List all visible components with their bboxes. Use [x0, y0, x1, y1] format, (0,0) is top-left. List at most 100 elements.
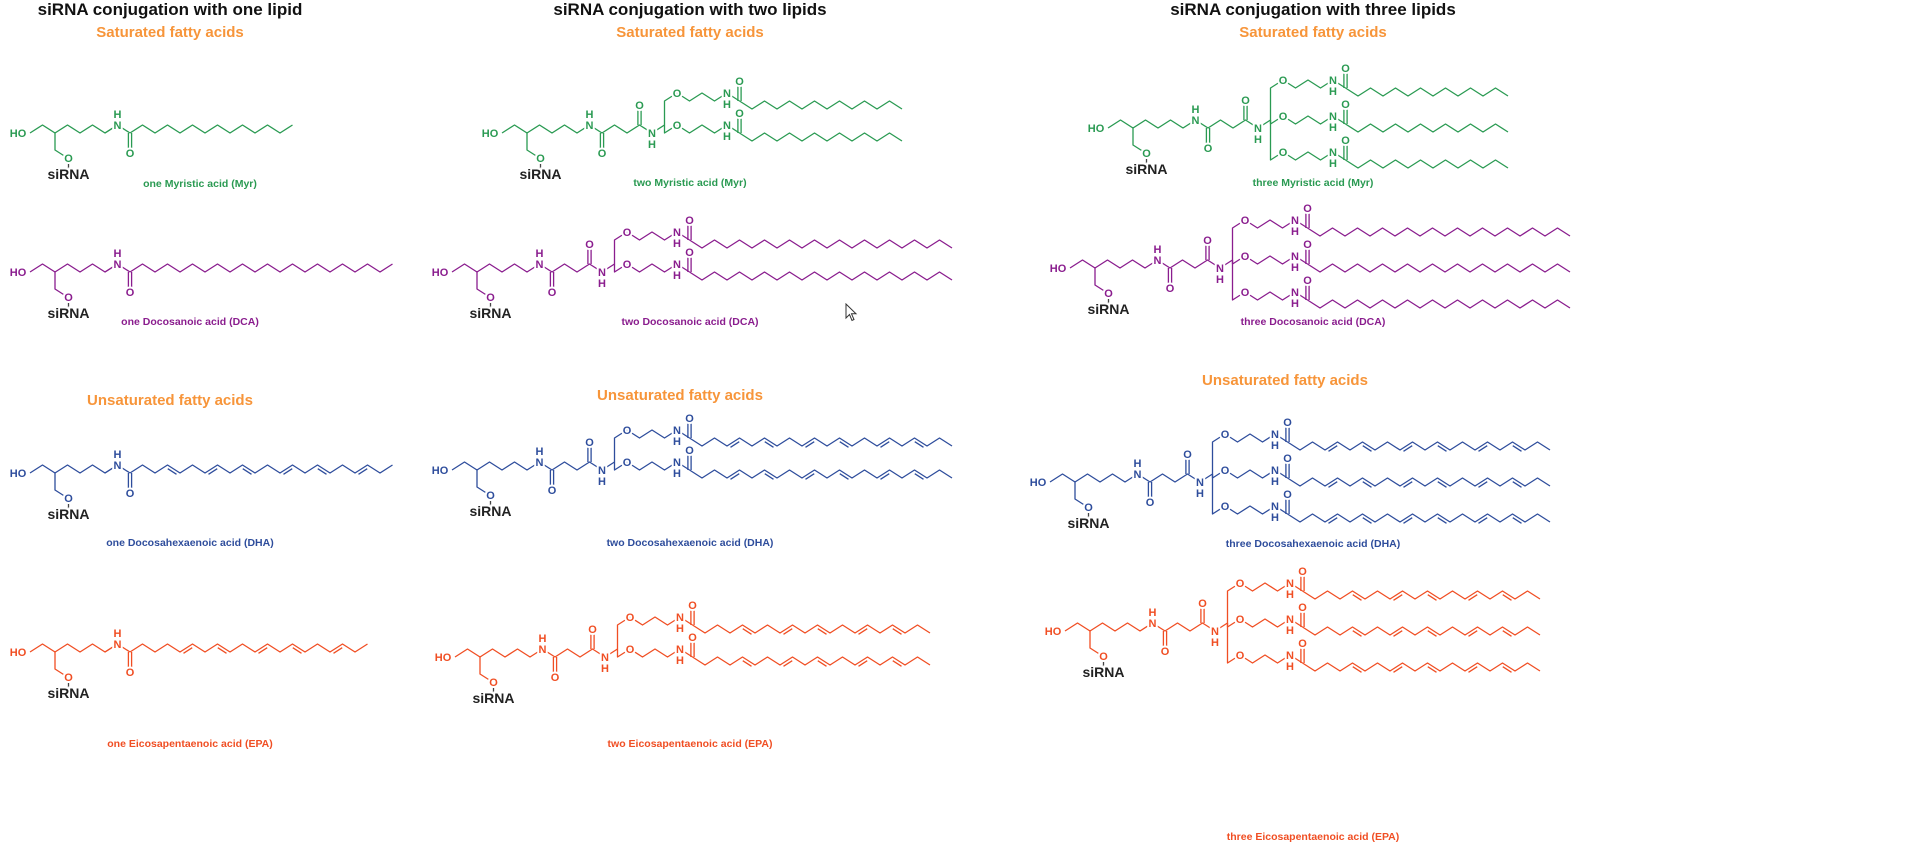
amide-hydrogen: H	[1192, 104, 1200, 116]
hydroxyl-label: HO	[10, 267, 27, 279]
atom-label: N	[536, 259, 544, 271]
carbonyl-oxygen: O	[688, 600, 697, 612]
amide-hydrogen: H	[723, 131, 731, 143]
sirna-label: siRNA	[1067, 515, 1109, 531]
atom-label: N	[586, 120, 594, 132]
amide-hydrogen: H	[1286, 589, 1294, 601]
mouse-cursor-icon	[845, 303, 858, 322]
carbonyl-oxygen: O	[1341, 135, 1350, 147]
atom-label: N	[1271, 465, 1279, 477]
amide-hydrogen: H	[1329, 86, 1337, 98]
atom-label: N	[673, 457, 681, 469]
ether-oxygen: O	[623, 457, 632, 469]
atom-label: N	[536, 457, 544, 469]
hydroxyl-label: HO	[10, 128, 27, 140]
carbonyl-oxygen: O	[1341, 99, 1350, 111]
atom-label: N	[723, 88, 731, 100]
amide-hydrogen: H	[673, 270, 681, 282]
sirna-label: siRNA	[472, 690, 514, 706]
carbonyl-oxygen: O	[551, 672, 560, 684]
carbonyl-oxygen: O	[1298, 638, 1307, 650]
ether-oxygen: O	[486, 292, 495, 304]
carbonyl-oxygen: O	[1298, 566, 1307, 578]
sirna-label: siRNA	[47, 305, 89, 321]
atom-label: N	[1329, 111, 1337, 123]
caption-three-myr: three Myristic acid (Myr)	[1252, 177, 1374, 189]
carbonyl-oxygen: O	[1198, 598, 1207, 610]
carbonyl-oxygen: O	[1183, 449, 1192, 461]
carbonyl-oxygen: O	[1283, 417, 1292, 429]
ether-oxygen: O	[1241, 251, 1250, 263]
amide-hydrogen: H	[1134, 458, 1142, 470]
atom-label: N	[1291, 215, 1299, 227]
hydroxyl-label: HO	[432, 465, 449, 477]
ether-oxygen: O	[1279, 111, 1288, 123]
atom-label: N	[114, 639, 122, 651]
carbonyl-oxygen: O	[1303, 275, 1312, 287]
carbonyl-oxygen: O	[1298, 602, 1307, 614]
carbonyl-oxygen: O	[548, 485, 557, 497]
atom-label: N	[723, 120, 731, 132]
hydroxyl-label: HO	[1088, 123, 1105, 135]
atom-label: N	[1254, 123, 1262, 135]
amide-hydrogen: H	[114, 109, 122, 121]
sirna-label: siRNA	[469, 305, 511, 321]
carbonyl-oxygen: O	[126, 148, 135, 160]
ether-oxygen: O	[1236, 650, 1245, 662]
ether-oxygen: O	[623, 227, 632, 239]
carbonyl-oxygen: O	[126, 667, 135, 679]
ether-oxygen: O	[1084, 502, 1093, 514]
amide-hydrogen: H	[1271, 476, 1279, 488]
atom-label: N	[1291, 287, 1299, 299]
amide-hydrogen: H	[1254, 134, 1262, 146]
caption-two-epa: two Eicosapentaenoic acid (EPA)	[607, 738, 773, 750]
ether-oxygen: O	[64, 493, 73, 505]
amide-hydrogen: H	[1216, 274, 1224, 286]
ether-oxygen: O	[626, 612, 635, 624]
caption-one-epa: one Eicosapentaenoic acid (EPA)	[107, 738, 273, 750]
sirna-label: siRNA	[1125, 161, 1167, 177]
ether-oxygen: O	[1099, 651, 1108, 663]
amide-hydrogen: H	[1329, 158, 1337, 170]
amide-hydrogen: H	[601, 663, 609, 675]
carbonyl-oxygen: O	[1283, 453, 1292, 465]
ether-oxygen: O	[673, 88, 682, 100]
atom-label: N	[598, 267, 606, 279]
column-title-one-lipid: siRNA conjugation with one lipid	[37, 0, 303, 19]
caption-two-dha: two Docosahexaenoic acid (DHA)	[606, 537, 774, 549]
carbonyl-oxygen: O	[588, 624, 597, 636]
atom-label: N	[1329, 147, 1337, 159]
carbonyl-oxygen: O	[1204, 143, 1213, 155]
caption-three-dca: three Docosanoic acid (DCA)	[1240, 316, 1386, 328]
carbonyl-oxygen: O	[1283, 489, 1292, 501]
ether-oxygen: O	[64, 292, 73, 304]
amide-hydrogen: H	[1211, 637, 1219, 649]
amide-hydrogen: H	[1149, 607, 1157, 619]
amide-hydrogen: H	[673, 436, 681, 448]
carbonyl-oxygen: O	[685, 413, 694, 425]
amide-hydrogen: H	[1291, 262, 1299, 274]
ether-oxygen: O	[626, 644, 635, 656]
atom-label: N	[648, 128, 656, 140]
heading-unsaturated-three: Unsaturated fatty acids	[1202, 372, 1368, 389]
ether-oxygen: O	[1142, 148, 1151, 160]
amide-hydrogen: H	[114, 248, 122, 260]
amide-hydrogen: H	[673, 468, 681, 480]
carbonyl-oxygen: O	[685, 215, 694, 227]
hydroxyl-label: HO	[1030, 477, 1047, 489]
atom-label: N	[1271, 429, 1279, 441]
heading-saturated-one: Saturated fatty acids	[96, 24, 244, 41]
ether-oxygen: O	[1221, 465, 1230, 477]
hydroxyl-label: HO	[435, 652, 452, 664]
sirna-label: siRNA	[469, 503, 511, 519]
amide-hydrogen: H	[598, 476, 606, 488]
heading-unsaturated-one: Unsaturated fatty acids	[87, 392, 253, 409]
carbonyl-oxygen: O	[126, 488, 135, 500]
